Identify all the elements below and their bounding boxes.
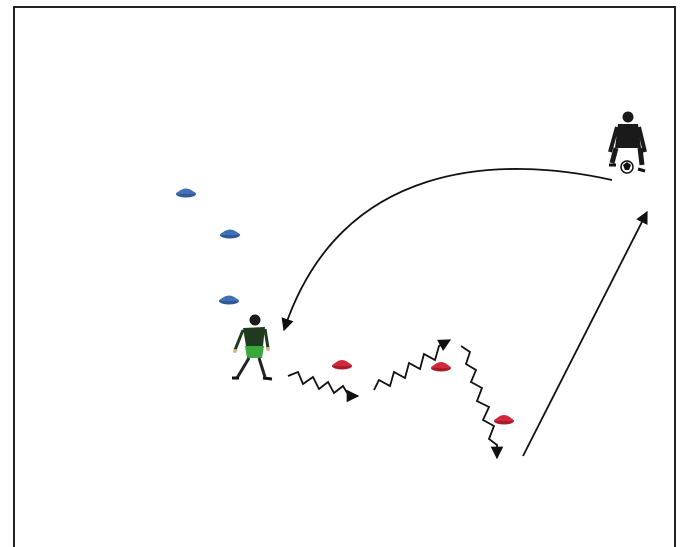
outfield-player xyxy=(232,315,272,380)
run-arrow xyxy=(523,212,647,456)
goalkeeper xyxy=(609,112,645,174)
blue-cone xyxy=(219,296,239,305)
dribble-arrow xyxy=(461,346,497,458)
red-cone xyxy=(494,415,514,425)
pass-arrow xyxy=(284,169,612,330)
red-cone xyxy=(332,360,352,370)
blue-cone xyxy=(220,230,240,239)
dribble-arrow xyxy=(288,372,358,396)
field-boundary xyxy=(14,7,675,547)
blue-cone xyxy=(176,189,196,198)
red-cone xyxy=(431,362,451,372)
